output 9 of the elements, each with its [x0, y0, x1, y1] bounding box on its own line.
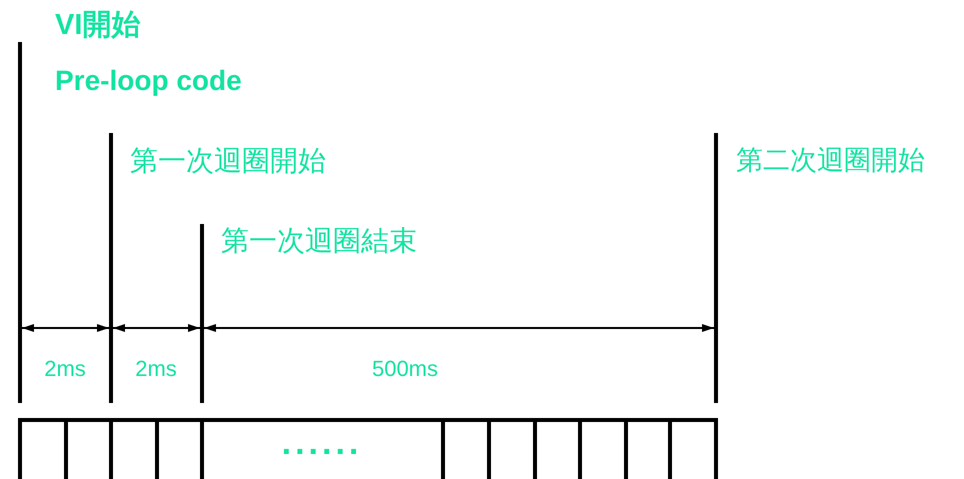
- event-label: 第一次迴圈開始: [130, 146, 326, 177]
- event-label: 第一次迴圈結束: [221, 226, 417, 257]
- duration-label: 500ms: [372, 357, 438, 382]
- duration-label: 2ms: [135, 357, 177, 382]
- event-label: 第二次迴圈開始: [736, 146, 925, 176]
- duration-label: 2ms: [44, 357, 86, 382]
- phase-label: Pre-loop code: [55, 66, 242, 97]
- event-label: VI開始: [55, 10, 140, 42]
- ellipsis-dots: ......: [282, 425, 362, 462]
